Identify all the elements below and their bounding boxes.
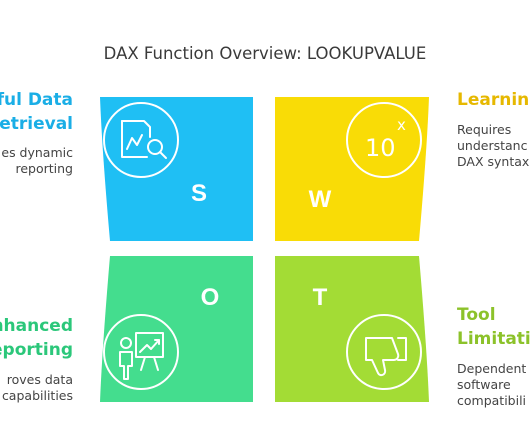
ten-power-icon: 10 x <box>365 116 406 162</box>
opportunity-desc: roves data capabilities <box>0 372 73 404</box>
w-letter: W <box>309 186 332 213</box>
thumbs-down-icon <box>365 337 407 377</box>
ten-power-base: 10 <box>365 134 396 162</box>
o-letter: O <box>201 284 220 311</box>
strength-desc-line-2: reporting <box>15 161 73 176</box>
w-quadrant <box>275 97 429 241</box>
ten-power-exponent: x <box>397 116 406 134</box>
strength-desc: es dynamic reporting <box>0 145 73 177</box>
weakness-block: Learning Requires understanc DAX syntax <box>457 88 530 170</box>
strength-desc-line-1: es dynamic <box>1 145 73 160</box>
presenter-board-icon <box>119 332 164 380</box>
threat-desc: Dependent software compatibili <box>457 361 530 409</box>
t-icon-circle <box>346 314 422 390</box>
weakness-desc-line-3: DAX syntax <box>457 154 530 169</box>
strength-block: rful Data Retrieval es dynamic reporting <box>0 88 73 177</box>
o-quadrant <box>100 256 253 402</box>
weakness-heading-line-1: Learning <box>457 90 530 110</box>
t-letter: T <box>313 284 328 311</box>
opportunity-heading-line-2: eporting <box>0 340 73 360</box>
o-icon-circle <box>103 314 179 390</box>
t-quadrant <box>275 256 429 402</box>
s-quadrant <box>100 97 253 241</box>
threat-desc-line-1: Dependent <box>457 361 527 376</box>
weakness-heading: Learning <box>457 88 530 112</box>
weakness-desc-line-1: Requires <box>457 122 512 137</box>
threat-heading-line-1: Tool <box>457 305 496 325</box>
s-letter: S <box>191 180 207 207</box>
threat-heading: Tool Limitatio <box>457 303 530 351</box>
strength-heading-line-1: rful Data <box>0 90 73 110</box>
opportunity-heading-line-1: nhanced <box>0 316 73 336</box>
opportunity-desc-line-1: roves data <box>6 372 73 387</box>
opportunity-heading: nhanced eporting <box>0 314 73 362</box>
s-icon-circle <box>103 102 179 178</box>
threat-desc-line-2: software <box>457 377 511 392</box>
threat-block: Tool Limitatio Dependent software compat… <box>457 303 530 409</box>
opportunity-desc-line-2: capabilities <box>1 388 73 403</box>
strength-heading: rful Data Retrieval <box>0 88 73 136</box>
strength-heading-line-2: Retrieval <box>0 114 73 134</box>
diagram-title: DAX Function Overview: LOOKUPVALUE <box>103 44 427 63</box>
weakness-desc: Requires understanc DAX syntax <box>457 122 530 170</box>
threat-desc-line-3: compatibili <box>457 393 527 408</box>
w-icon-circle <box>346 102 422 178</box>
magnifier-chart-icon <box>121 120 167 159</box>
threat-heading-line-2: Limitatio <box>457 329 530 349</box>
opportunity-block: nhanced eporting roves data capabilities <box>0 314 73 404</box>
weakness-desc-line-2: understanc <box>457 138 528 153</box>
